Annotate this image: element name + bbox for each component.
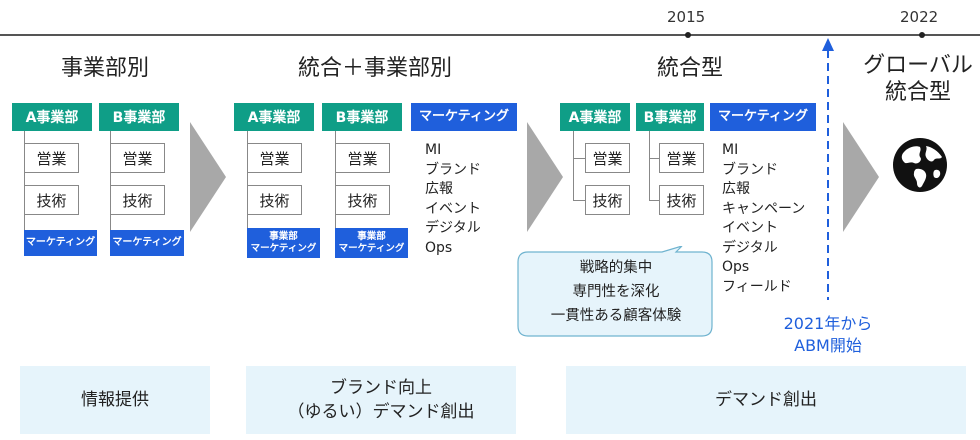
result-information: 情報提供 bbox=[20, 366, 210, 434]
abm-dashed-arrow bbox=[822, 38, 834, 300]
stage2-b-division-marketing: 事業部 マーケティング bbox=[335, 228, 408, 258]
stage3-function-list: MI ブランド 広報 キャンペーン イベント デジタル Ops フィールド bbox=[722, 141, 805, 297]
stage3-tree-b-branch bbox=[649, 158, 659, 159]
stage3-central-marketing: マーケティング bbox=[710, 103, 816, 131]
stage3-tree-a-branch bbox=[573, 158, 585, 159]
abm-label-line1: 2021年から bbox=[783, 314, 873, 333]
year-2022-marker bbox=[919, 32, 925, 38]
stage3-function: 広報 bbox=[722, 181, 750, 197]
stage2-division-a: A事業部 bbox=[234, 103, 314, 131]
stage2-central-marketing: マーケティング bbox=[411, 103, 517, 131]
stage1-a-tech: 技術 bbox=[24, 185, 79, 215]
stage3-tree-b-line bbox=[649, 131, 650, 201]
stage3-tree-a-line bbox=[573, 131, 574, 201]
callout-line: 一貫性ある顧客体験 bbox=[550, 308, 682, 324]
callout-text: 戦略的集中 専門性を深化 一貫性ある顧客体験 bbox=[518, 256, 714, 328]
abm-label-line2: ABM開始 bbox=[794, 336, 862, 355]
stage4-title: グローバル 統合型 bbox=[858, 52, 978, 106]
stage3-a-tech: 技術 bbox=[585, 185, 630, 215]
stage1-division-a: A事業部 bbox=[12, 103, 92, 131]
stage-arrow-3 bbox=[843, 122, 879, 232]
stage2-a-tech: 技術 bbox=[247, 185, 302, 215]
stage1-title: 事業部別 bbox=[60, 56, 149, 81]
timeline-line bbox=[0, 34, 980, 36]
callout-bubble bbox=[517, 246, 713, 337]
stage2-a-sales: 営業 bbox=[247, 143, 302, 173]
stage1-b-sales: 営業 bbox=[110, 143, 165, 173]
stage1-division-b: B事業部 bbox=[99, 103, 179, 131]
result-demand-generation: デマンド創出 bbox=[566, 366, 966, 434]
stage-arrow-2 bbox=[527, 122, 563, 232]
stage2-function-list: MI ブランド 広報 イベント デジタル Ops bbox=[425, 141, 481, 258]
stage2-b-division-marketing-line1: 事業部 bbox=[357, 231, 386, 242]
stage2-b-tech: 技術 bbox=[335, 185, 390, 215]
stage3-function: フィールド bbox=[722, 278, 792, 295]
stage1-a-sales: 営業 bbox=[24, 143, 79, 173]
year-2015-marker bbox=[685, 32, 691, 38]
stage3-tree-a-branch bbox=[573, 200, 585, 201]
stage3-function: デジタル bbox=[722, 239, 778, 256]
year-2015-label: 2015 bbox=[667, 8, 706, 26]
stage2-function: デジタル bbox=[425, 220, 481, 236]
stage3-b-sales: 営業 bbox=[659, 143, 704, 173]
stage1-b-tech: 技術 bbox=[110, 185, 165, 215]
stage3-function: キャンペーン bbox=[722, 200, 806, 217]
stage3-function: MI bbox=[722, 142, 739, 158]
stage3-tree-b-branch bbox=[649, 200, 659, 201]
stage3-function: イベント bbox=[722, 220, 778, 236]
stage2-b-sales: 営業 bbox=[335, 143, 390, 173]
stage2-b-division-marketing-line2: マーケティング bbox=[338, 243, 405, 254]
stage1-a-marketing: マーケティング bbox=[24, 230, 97, 256]
stage2-a-division-marketing-line1: 事業部 bbox=[269, 231, 298, 242]
stage2-a-division-marketing-line2: マーケティング bbox=[250, 243, 317, 254]
stage2-function: イベント bbox=[425, 200, 481, 217]
abm-label: 2021年から ABM開始 bbox=[766, 313, 890, 357]
stage2-division-b: B事業部 bbox=[322, 103, 402, 131]
stage-arrow-1 bbox=[190, 122, 226, 232]
stage3-function: ブランド bbox=[722, 161, 778, 178]
stage2-function: 広報 bbox=[425, 181, 453, 197]
stage3-a-sales: 営業 bbox=[585, 143, 630, 173]
stage3-division-a: A事業部 bbox=[560, 103, 630, 131]
callout-line: 専門性を深化 bbox=[572, 284, 660, 300]
stage2-title: 統合＋事業部別 bbox=[297, 56, 452, 81]
stage2-function: ブランド bbox=[425, 161, 481, 178]
stage3-b-tech: 技術 bbox=[659, 185, 704, 215]
result-brand-demand: ブランド向上 （ゆるい）デマンド創出 bbox=[246, 366, 516, 434]
stage3-function: Ops bbox=[722, 259, 750, 275]
stage1-b-marketing: マーケティング bbox=[110, 230, 184, 256]
stage3-title: 統合型 bbox=[656, 56, 723, 81]
stage2-a-division-marketing: 事業部 マーケティング bbox=[247, 228, 320, 258]
globe-icon bbox=[893, 138, 947, 192]
stage2-function: MI bbox=[425, 142, 442, 158]
stage4-title-line1: グローバル bbox=[863, 53, 973, 78]
year-2022-label: 2022 bbox=[900, 8, 939, 26]
stage4-title-line2: 統合型 bbox=[884, 80, 951, 105]
stage2-function: Ops bbox=[425, 239, 453, 256]
callout-line: 戦略的集中 bbox=[579, 260, 653, 276]
result-brand-line1: ブランド向上 bbox=[330, 378, 432, 398]
result-brand-line2: （ゆるい）デマンド創出 bbox=[287, 402, 475, 422]
stage3-division-b: B事業部 bbox=[636, 103, 704, 131]
